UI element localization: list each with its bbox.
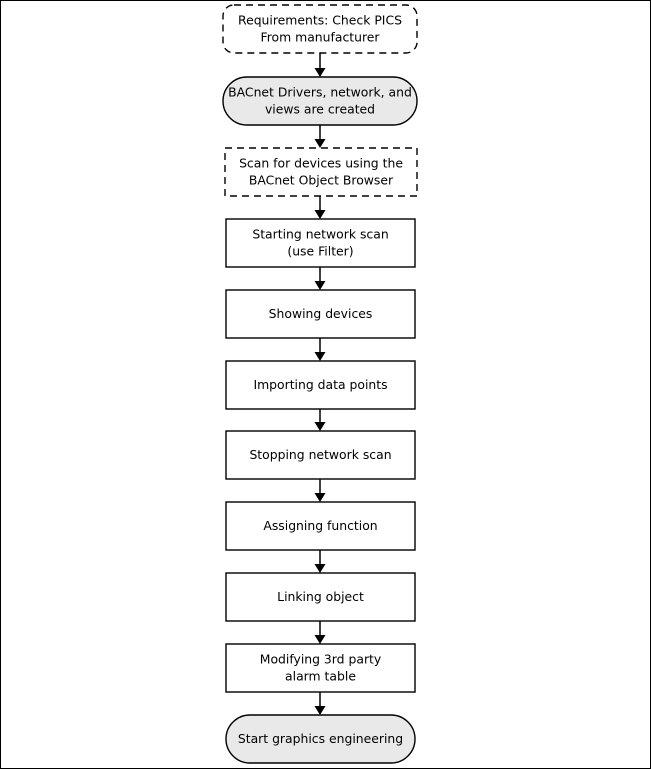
- node-shape-rect[interactable]: [225, 572, 416, 622]
- node-shape-stadium[interactable]: [222, 76, 418, 126]
- node-label-line: views are created: [265, 101, 375, 116]
- connector-arrowhead: [314, 635, 326, 644]
- node-label-line: (use Filter): [287, 243, 353, 258]
- node-label-line: Stopping network scan: [249, 447, 391, 462]
- node-shape-rect[interactable]: [225, 501, 416, 551]
- node-label-line: Start graphics engineering: [238, 731, 403, 746]
- node-label-line: Modifying 3rd party: [260, 651, 381, 666]
- connector-arrowhead: [314, 564, 326, 573]
- node-label-line: From manufacturer: [260, 29, 380, 44]
- flow-node-starting-network-scan[interactable]: Starting network scan (use Filter): [225, 218, 416, 268]
- node-label-line: Showing devices: [269, 306, 373, 321]
- node-label-line: Scan for devices using the: [239, 155, 403, 170]
- connector-arrow: [314, 479, 326, 502]
- node-label-requirements: Requirements: Check PICS From manufacture…: [238, 12, 402, 44]
- flow-node-importing-data-points[interactable]: Importing data points: [225, 360, 416, 410]
- connector-arrowhead: [314, 68, 326, 77]
- node-label-line: Assigning function: [263, 518, 377, 533]
- node-shape-rect[interactable]: [225, 430, 416, 480]
- connector-arrowhead: [314, 281, 326, 290]
- connectors-layer: [314, 53, 326, 715]
- node-shape-rect[interactable]: [225, 218, 416, 268]
- flow-node-requirements[interactable]: Requirements: Check PICS From manufacture…: [222, 4, 418, 54]
- node-shape-rect[interactable]: [225, 643, 416, 693]
- flow-node-start-graphics-engineering[interactable]: Start graphics engineering: [225, 714, 416, 764]
- connector-arrow: [314, 621, 326, 644]
- node-label-linking-object: Linking object: [277, 589, 364, 604]
- node-label-line: Starting network scan: [252, 226, 388, 241]
- node-label-showing-devices: Showing devices: [269, 306, 373, 321]
- node-label-line: Importing data points: [253, 377, 387, 392]
- flow-node-assigning-function[interactable]: Assigning function: [225, 501, 416, 551]
- connector-arrow: [314, 409, 326, 431]
- connector-arrowhead: [314, 422, 326, 431]
- node-shape-rounded-rect-dashed[interactable]: [222, 4, 418, 54]
- node-shape-rect[interactable]: [225, 360, 416, 410]
- connector-arrow: [314, 196, 326, 219]
- node-shape-rect-dashed[interactable]: [224, 147, 418, 197]
- node-label-drivers-created: BACnet Drivers, network, and views are cr…: [228, 84, 412, 116]
- connector-arrow: [314, 53, 326, 77]
- connector-arrow: [314, 550, 326, 573]
- node-label-stopping-network-scan: Stopping network scan: [249, 447, 391, 462]
- connector-arrowhead: [314, 352, 326, 361]
- connector-arrow: [314, 125, 326, 148]
- node-label-starting-network-scan: Starting network scan (use Filter): [252, 226, 388, 258]
- connector-arrowhead: [314, 210, 326, 219]
- node-label-line: BACnet Drivers, network, and: [228, 84, 412, 99]
- flow-node-modifying-alarm-table[interactable]: Modifying 3rd party alarm table: [225, 643, 416, 693]
- connector-arrowhead: [314, 493, 326, 502]
- node-label-start-graphics-engineering: Start graphics engineering: [238, 731, 403, 746]
- connector-arrow: [314, 692, 326, 715]
- node-shape-stadium[interactable]: [225, 714, 416, 764]
- connector-arrow: [314, 267, 326, 290]
- node-label-line: alarm table: [285, 668, 356, 683]
- flow-node-stopping-network-scan[interactable]: Stopping network scan: [225, 430, 416, 480]
- node-label-importing-data-points: Importing data points: [253, 377, 387, 392]
- connector-arrow: [314, 338, 326, 361]
- nodes-layer: Requirements: Check PICS From manufacture…: [222, 4, 418, 764]
- flow-node-drivers-created[interactable]: BACnet Drivers, network, and views are cr…: [222, 76, 418, 126]
- node-shape-rect[interactable]: [225, 289, 416, 339]
- node-label-line: BACnet Object Browser: [249, 172, 394, 187]
- node-label-line: Linking object: [277, 589, 364, 604]
- flow-node-linking-object[interactable]: Linking object: [225, 572, 416, 622]
- connector-arrowhead: [314, 139, 326, 148]
- flow-node-showing-devices[interactable]: Showing devices: [225, 289, 416, 339]
- connector-arrowhead: [314, 706, 326, 715]
- node-label-line: Requirements: Check PICS: [238, 12, 402, 27]
- node-label-assigning-function: Assigning function: [263, 518, 377, 533]
- node-label-modifying-alarm-table: Modifying 3rd party alarm table: [260, 651, 381, 683]
